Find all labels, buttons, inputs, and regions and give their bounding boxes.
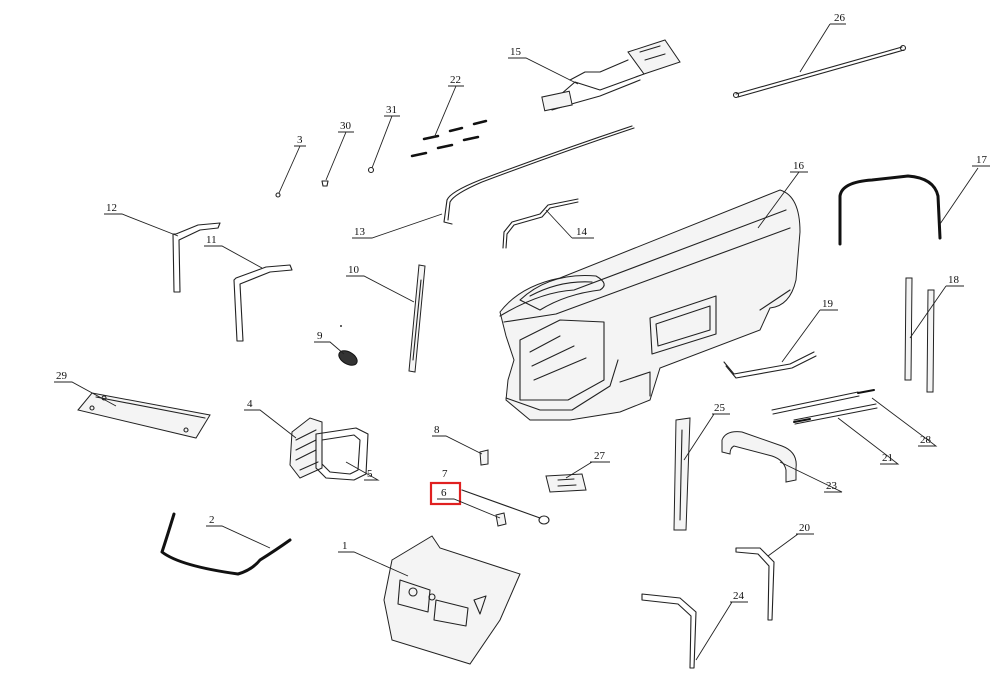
part-19-rod — [723, 351, 817, 379]
callout-2: 2 — [206, 514, 271, 549]
part-13-cable — [443, 125, 635, 225]
svg-text:14: 14 — [576, 226, 588, 238]
part-1-lower-cover — [383, 535, 521, 665]
part-7-cable — [461, 489, 550, 525]
part-24-bracket — [641, 593, 697, 669]
part-28-strut — [771, 389, 875, 415]
svg-text:10: 10 — [348, 264, 360, 276]
part-4-headlight-housing — [289, 417, 323, 479]
svg-text:5: 5 — [367, 468, 373, 480]
svg-text:31: 31 — [386, 104, 397, 116]
svg-text:30: 30 — [340, 120, 352, 132]
part-2-wire — [160, 512, 292, 576]
svg-text:2: 2 — [209, 514, 215, 526]
svg-text:11: 11 — [206, 234, 217, 246]
part-31-fastener — [367, 166, 375, 174]
callout-5: 5 — [345, 461, 380, 481]
callout-11: 11 — [204, 234, 263, 269]
part-11-bracket — [233, 264, 293, 342]
callout-10: 10 — [346, 264, 415, 303]
callout-30: 30 — [325, 120, 354, 181]
callout-25: 25 — [683, 402, 730, 461]
svg-text:24: 24 — [733, 590, 745, 602]
svg-text:4: 4 — [247, 398, 253, 410]
callout-20: 20 — [767, 522, 814, 557]
callout-8: 8 — [432, 424, 483, 455]
callout-21: 21 — [837, 417, 900, 465]
part-30-fastener — [321, 180, 329, 187]
part-27-hinge — [545, 473, 587, 493]
svg-text:6: 6 — [441, 487, 447, 499]
part-3-fastener — [275, 192, 281, 198]
callout-6: 6 — [429, 481, 501, 519]
part-29-panel — [77, 392, 211, 439]
callout-29: 29 — [54, 370, 117, 407]
callout-23: 23 — [779, 461, 843, 493]
part-16-hood-assembly — [499, 189, 801, 421]
svg-text:23: 23 — [826, 480, 838, 492]
callout-12: 12 — [104, 202, 179, 237]
svg-text:19: 19 — [822, 298, 834, 310]
callout-22: 22 — [433, 74, 464, 139]
callout-19: 19 — [781, 298, 838, 363]
svg-text:7: 7 — [442, 468, 448, 480]
svg-text:29: 29 — [56, 370, 68, 382]
callout-26: 26 — [799, 12, 846, 73]
svg-text:18: 18 — [948, 274, 960, 286]
part-22-pins — [410, 119, 488, 158]
part-23-arch-trim — [721, 431, 797, 483]
callout-4: 4 — [244, 398, 297, 439]
callout-31: 31 — [371, 104, 400, 169]
svg-text:12: 12 — [106, 202, 117, 214]
part-21-strut — [793, 403, 878, 425]
svg-text:27: 27 — [594, 450, 606, 462]
svg-text:9: 9 — [317, 330, 323, 342]
part-15-bracket-frame — [541, 39, 681, 112]
svg-text:22: 22 — [450, 74, 461, 86]
callout-24: 24 — [695, 590, 748, 661]
part-26-rod — [732, 44, 907, 99]
part-18-strips — [904, 277, 935, 393]
callout-16: 16 — [757, 160, 808, 229]
part-6-latch — [495, 512, 507, 527]
svg-text:15: 15 — [510, 46, 522, 58]
svg-text:17: 17 — [976, 154, 988, 166]
callout-9: 9 — [314, 330, 345, 355]
svg-text:1: 1 — [342, 540, 348, 552]
svg-text:21: 21 — [882, 452, 893, 464]
part-20-bracket — [735, 547, 775, 621]
callout-27: 27 — [565, 450, 610, 479]
callout-3: 3 — [278, 134, 306, 194]
svg-text:16: 16 — [793, 160, 805, 172]
part-10-strip — [408, 264, 426, 373]
callout-28: 28 — [871, 397, 938, 447]
svg-text:25: 25 — [714, 402, 726, 414]
callout-14: 14 — [545, 209, 594, 239]
svg-text:26: 26 — [834, 12, 846, 24]
callout-6-highlight-box — [429, 481, 462, 506]
part-14-bent-rod — [502, 198, 579, 249]
part-9-grille — [338, 325, 358, 366]
part-8-clip — [479, 449, 489, 466]
callout-13: 13 — [352, 213, 443, 239]
part-25-strip — [673, 417, 691, 531]
svg-text:13: 13 — [354, 226, 366, 238]
callout-18: 18 — [909, 274, 964, 339]
svg-text:20: 20 — [799, 522, 811, 534]
part-12-bracket — [172, 222, 221, 293]
callout-7: 7 — [442, 468, 448, 480]
callout-1: 1 — [338, 540, 409, 577]
callout-17: 17 — [939, 154, 990, 225]
svg-text:3: 3 — [297, 134, 303, 146]
part-5-lens-frame — [315, 427, 369, 481]
svg-text:28: 28 — [920, 434, 932, 446]
part-17-arch-seal — [838, 174, 942, 246]
svg-text:8: 8 — [434, 424, 440, 436]
callout-15: 15 — [508, 46, 579, 85]
